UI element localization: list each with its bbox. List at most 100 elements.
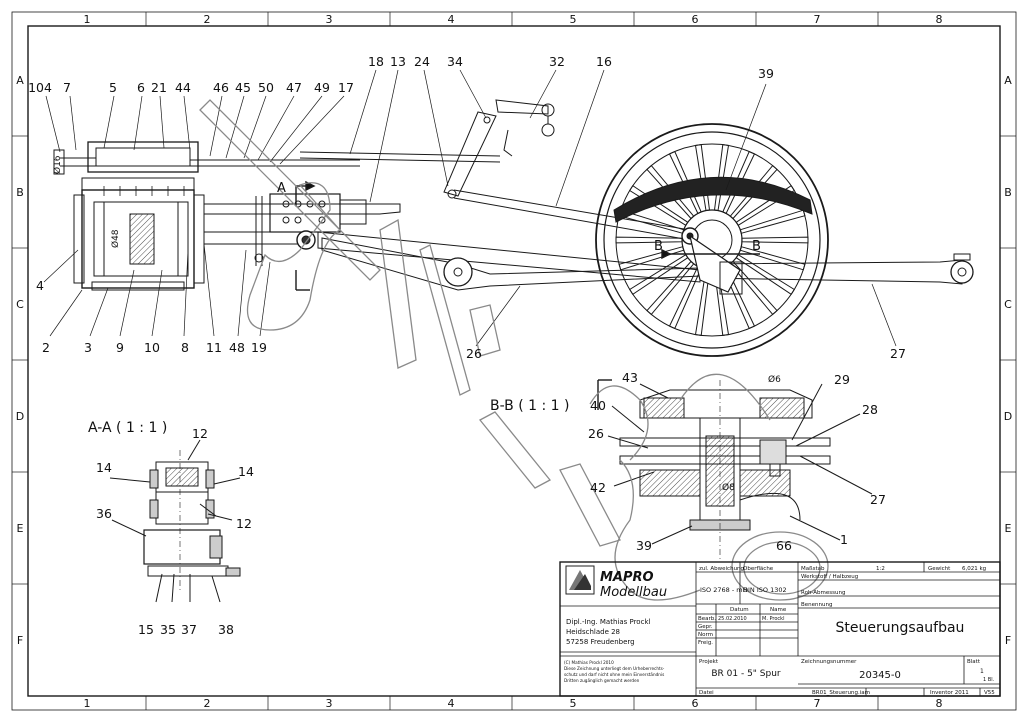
section-b-marker-right: B [752,239,761,254]
drawing-number: 20345-0 [859,670,901,681]
row-a-right: A [1004,74,1012,87]
bb-balloon-39: 39 [636,538,652,553]
watermark-graphic [199,99,829,601]
aa-balloon-38: 38 [218,622,234,637]
col-5-bot: 5 [570,697,577,710]
balloon-4: 4 [36,278,44,293]
header-date: Datum [730,607,749,613]
bb-balloon-66: 66 [776,538,792,553]
bb-balloon-29: 29 [834,372,850,387]
col-2-bot: 2 [204,697,211,710]
header-title: Benennung [801,602,832,608]
copyright-3: schutz und darf nicht ohne mein Einverst… [564,672,664,677]
col-8-top: 8 [936,13,943,26]
col-3-top: 3 [326,13,333,26]
header-weight: Gewicht [928,566,951,572]
driving-wheel [595,123,829,357]
bb-balloon-26: 26 [588,426,604,441]
sheet-of: 1 Bl. [983,677,995,683]
balloon-6: 6 [137,80,145,95]
row-f-right: F [1005,634,1011,647]
value-iso2768: ISO 2768 - mH [700,586,748,594]
header-name: Name [770,607,787,613]
wheel-spoke [729,260,778,316]
balloon-50: 50 [258,80,274,95]
section-a-marker: A [277,181,286,196]
section-aa-view [109,439,241,603]
section-bb-title: B-B ( 1 : 1 ) [490,398,569,414]
balloon-2: 2 [42,340,50,355]
drawing-title: Steuerungsaufbau [836,620,965,636]
value-weight: 6,021 kg [962,566,986,572]
header-drawing-number: Zeichnungsnummer [801,659,857,665]
wheel-spoke [618,246,685,271]
balloon-24: 24 [414,54,430,69]
balloon-32: 32 [549,54,565,69]
col-4-top: 4 [448,13,455,26]
wheel-spoke [739,209,806,234]
header-surface: Oberfläche [743,566,774,572]
col-3-bot: 3 [326,697,333,710]
row-e-right: E [1005,522,1012,535]
wheel-spoke [713,144,730,212]
header-scale: Maßstab [801,566,825,572]
dim-diameter-6: Ø6 [768,374,781,385]
drawing-frame [11,11,1017,711]
aa-balloon-15: 15 [138,622,154,637]
sheet-number: 1 [980,668,984,675]
aa-balloon-35: 35 [160,622,176,637]
wheel-spoke [646,260,695,316]
balloon-45: 45 [235,80,251,95]
row-b-right: B [1004,186,1012,199]
col-5-top: 5 [570,13,577,26]
row-c-right: C [1004,298,1012,311]
row-drawn: Bearb. [698,616,716,622]
section-b-arrows [661,248,760,260]
aa-balloon-12-right: 12 [236,516,252,531]
header-raw-dim: Roh-Abmessung [801,590,845,596]
col-1-top: 1 [84,13,91,26]
dim-diameter-16: Ø16 [52,155,63,174]
company-name-1: MAPRO [600,570,654,585]
header-material: Werkstoff / Halbzeug [801,574,858,580]
row-a-left: A [16,74,24,87]
balloon-13: 13 [390,54,406,69]
project-name: BR 01 - 5" Spur [711,669,781,679]
section-b-marker-left: B [654,239,663,254]
software-name: Inventor 2011 [930,690,969,696]
aa-balloon-14-left: 14 [96,460,112,475]
row-drawn-date: 25.02.2010 [718,616,747,622]
row-d-right: D [1004,410,1012,423]
wheel-spoke [629,254,689,295]
bb-balloon-40: 40 [590,398,606,413]
row-f-left: F [17,634,23,647]
cylinder-assembly [53,141,360,291]
dim-diameter-8: Ø8 [722,482,735,493]
header-project: Projekt [699,659,719,665]
aa-balloon-14-right: 14 [238,464,254,479]
col-8-bot: 8 [936,697,943,710]
header-sheet: Blatt [967,659,981,665]
row-b-left: B [16,186,24,199]
copyright-4: Dritten zugänglich gemacht werden [564,678,640,683]
wheel-spoke [722,150,756,215]
row-d-left: D [16,410,24,423]
balloon-7: 7 [63,80,71,95]
balloon-39: 39 [758,66,774,81]
balloon-9: 9 [116,340,124,355]
col-1-bot: 1 [84,697,91,710]
balloon-5: 5 [109,80,117,95]
grid-labels: 1 2 3 4 5 6 7 8 1 2 3 4 5 6 7 8 A B C D … [16,13,1012,710]
section-aa-title: A-A ( 1 : 1 ) [88,420,167,436]
balloon-11: 11 [206,340,222,355]
balloon-49: 49 [314,80,330,95]
col-2-top: 2 [204,13,211,26]
header-file: Datei [699,690,714,696]
section-a-arrows [295,180,316,291]
section-bb-view [597,379,873,560]
bb-balloon-27: 27 [870,492,886,507]
balloon-47: 47 [286,80,302,95]
balloon-21: 21 [151,80,167,95]
